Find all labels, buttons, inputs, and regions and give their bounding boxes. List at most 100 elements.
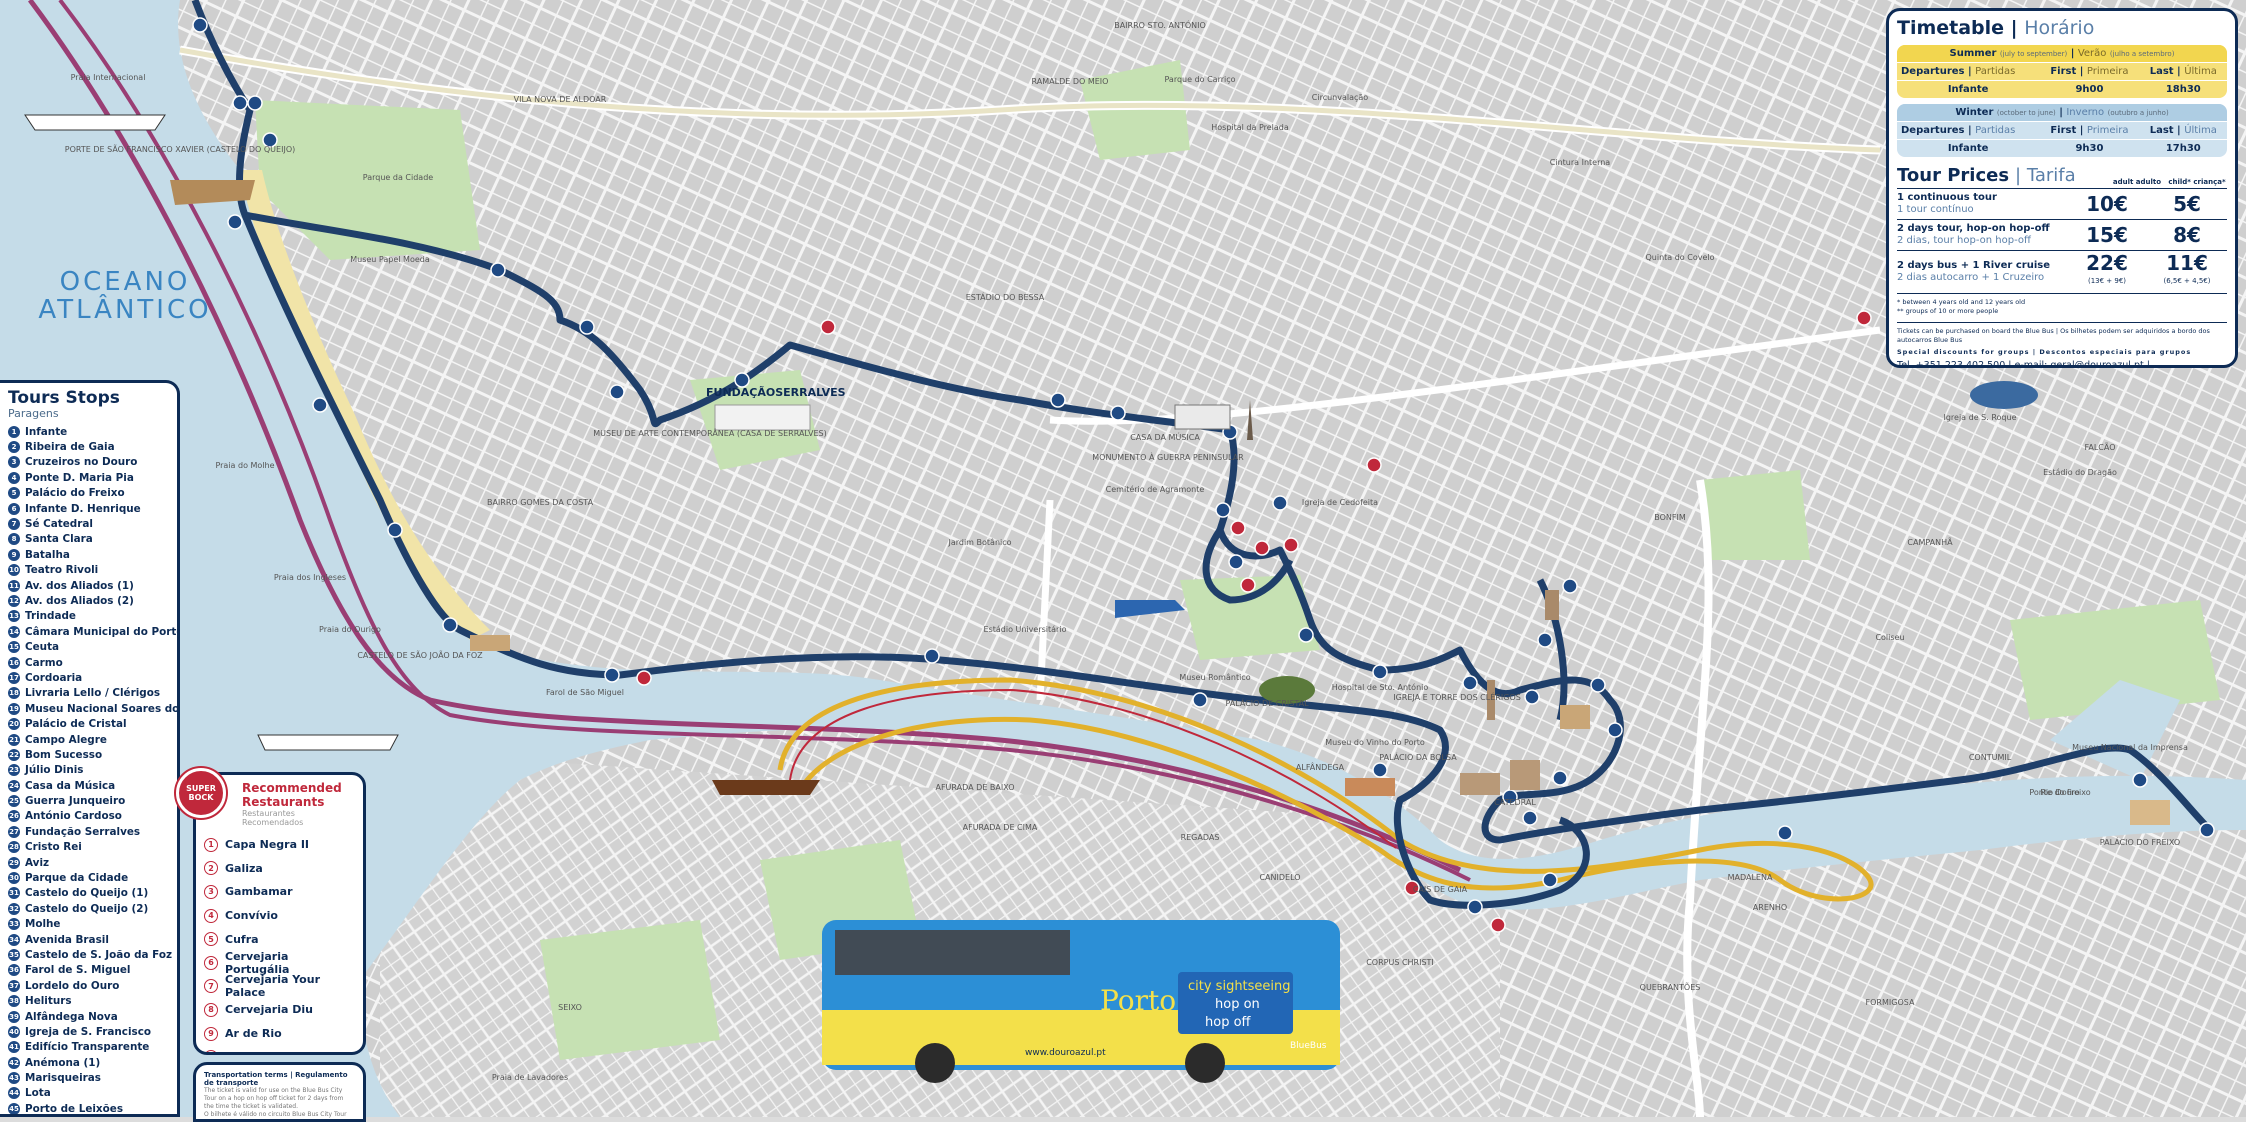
restaurant-marker[interactable] [636, 670, 652, 686]
departures-label: Departures [1901, 125, 1965, 136]
route-stop[interactable] [1228, 554, 1244, 570]
stop-number-badge: 17 [8, 671, 20, 684]
stop-name: Porto de Leixões [25, 1102, 124, 1115]
restaurant-marker[interactable] [1856, 310, 1872, 326]
route-stop[interactable] [604, 667, 620, 683]
route-stop[interactable] [1524, 689, 1540, 705]
route-stop[interactable] [387, 522, 403, 538]
route-stop[interactable] [609, 384, 625, 400]
place-label: ALFÂNDEGA [1296, 761, 1345, 772]
place-label: Parque do Carriço [1164, 75, 1235, 84]
stop-name: Igreja de S. Francisco [25, 1025, 151, 1038]
restaurant-number-badge: 2 [204, 861, 218, 876]
route-stop[interactable] [1192, 692, 1208, 708]
route-stop[interactable] [1372, 762, 1388, 778]
route-stop[interactable] [1522, 810, 1538, 826]
stop-name: Farol de S. Miguel [25, 964, 131, 977]
torre-dos-clerigos-icon [1487, 680, 1495, 720]
stop-name: Palácio de Cristal [25, 718, 127, 731]
route-stop[interactable] [2199, 822, 2215, 838]
route-stop[interactable] [1372, 664, 1388, 680]
helicopter-icon [1115, 600, 1185, 618]
route-stop[interactable] [1552, 770, 1568, 786]
stop-name: Ceuta [25, 641, 60, 654]
route-stop[interactable] [227, 214, 243, 230]
restaurant-marker[interactable] [1230, 520, 1246, 536]
tour-prices-title: Tour Prices | Tarifa adult adulto child*… [1897, 165, 2226, 186]
alfandega-icon [1345, 778, 1395, 796]
place-label: Praia do Ourigo [319, 625, 381, 634]
stop-name: Trindade [25, 610, 76, 623]
stop-number-badge: 25 [8, 795, 20, 808]
place-label: AFURADA DE CIMA [963, 823, 1038, 832]
route-stop[interactable] [442, 617, 458, 633]
adult-price: 10€ [2086, 192, 2128, 216]
stop-name: Heliturs [25, 995, 72, 1008]
winter-period-pt: (outubro a junho) [2107, 109, 2169, 117]
route-stop[interactable] [924, 648, 940, 664]
route-stop[interactable] [1050, 392, 1066, 408]
route-stop[interactable] [1110, 405, 1126, 421]
restaurants-title: Recommended Restaurants [242, 781, 342, 809]
route-stop[interactable] [247, 95, 263, 111]
restaurant-marker[interactable] [1283, 537, 1299, 553]
place-label: CASTELO DE SÃO JOÃO DA FOZ [357, 650, 483, 660]
stop-name: Bom Sucesso [25, 748, 103, 761]
route-stop[interactable] [232, 95, 248, 111]
route-stop[interactable] [734, 372, 750, 388]
route-stop[interactable] [1462, 675, 1478, 691]
stop-number-badge: 32 [8, 902, 20, 915]
route-stop[interactable] [1590, 677, 1606, 693]
restaurant-marker[interactable] [1240, 577, 1256, 593]
route-stop[interactable] [2132, 772, 2148, 788]
place-label: PALÁCIO DE CRISTAL [1225, 697, 1309, 708]
route-stop[interactable] [1607, 722, 1623, 738]
stop-name: Santa Clara [25, 533, 93, 546]
route-stop[interactable] [1215, 502, 1231, 518]
route-stop[interactable] [1467, 899, 1483, 915]
restaurant-marker[interactable] [1404, 880, 1420, 896]
price-label: 2 days bus + 1 River cruise [1897, 260, 2050, 271]
route-stop[interactable] [1542, 872, 1558, 888]
restaurant-marker[interactable] [1254, 540, 1270, 556]
route-stop[interactable] [1562, 578, 1578, 594]
terms-line-2: O bilhete é válido no circuito Blue Bus … [204, 1111, 347, 1118]
stop-name: Av. dos Aliados (2) [25, 594, 134, 607]
restaurant-marker[interactable] [820, 319, 836, 335]
route-stop[interactable] [262, 132, 278, 148]
route-stop[interactable] [579, 319, 595, 335]
route-stop[interactable] [1537, 632, 1553, 648]
route-stop[interactable] [192, 17, 208, 33]
park-freixo [2010, 600, 2220, 720]
stop-number-badge: 7 [8, 518, 20, 531]
contact-line[interactable]: Tel. +351 223 402 500 | e-mail: geral@do… [1897, 360, 2150, 368]
last-label-pt: Última [2184, 125, 2217, 136]
route-stop[interactable] [1777, 825, 1793, 841]
route-stop[interactable] [1272, 495, 1288, 511]
stop-name: Avenida Brasil [25, 933, 109, 946]
restaurants-subtitle: Restaurantes Recomendados [242, 809, 304, 827]
child-column-header: child* criança* [2168, 178, 2226, 186]
route-stop[interactable] [1298, 627, 1314, 643]
price-note-1: * between 4 years old and 12 years old [1897, 298, 2026, 306]
park-botanico [1180, 575, 1320, 660]
restaurant-marker[interactable] [1490, 917, 1506, 933]
route-stop[interactable] [490, 262, 506, 278]
restaurant-marker[interactable] [1366, 457, 1382, 473]
route-stop[interactable] [312, 397, 328, 413]
